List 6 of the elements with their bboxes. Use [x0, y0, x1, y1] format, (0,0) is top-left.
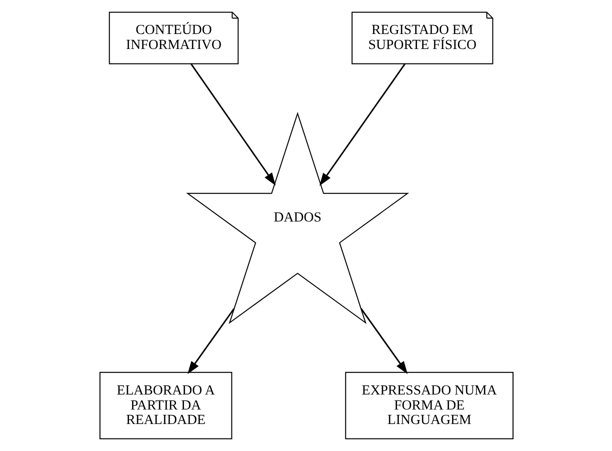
arrow: [360, 308, 408, 374]
arrow: [318, 63, 406, 186]
node-box: ELABORADO A PARTIR DA REALIDADE: [98, 372, 232, 440]
arrow: [190, 63, 276, 186]
node-box: EXPRESSADO NUMA FORMA DE LINGUAGEM: [344, 372, 514, 440]
arrow: [187, 308, 234, 374]
